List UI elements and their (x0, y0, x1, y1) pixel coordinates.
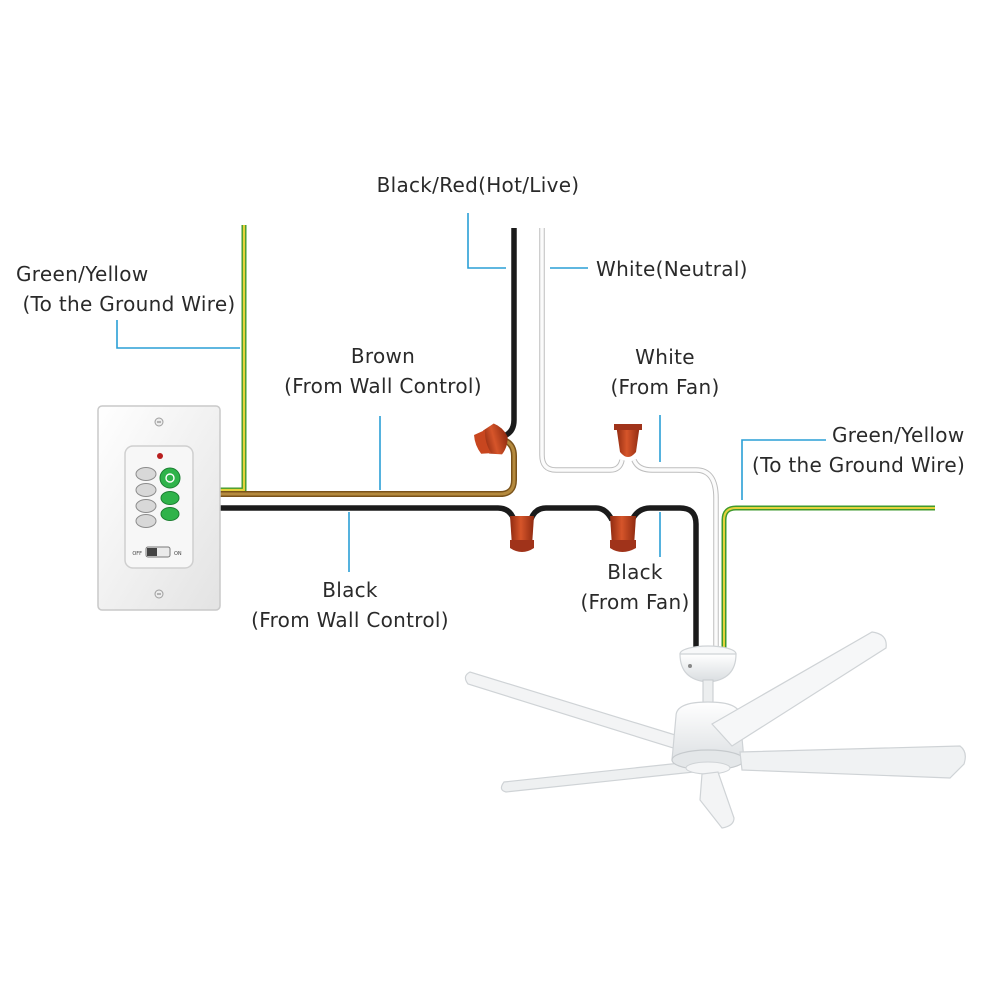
label-ground-left: Green/Yellow (To the Ground Wire) (4, 259, 254, 319)
wire-nut-neutral (614, 424, 642, 457)
black-wire-wall-control (210, 505, 517, 521)
black-wire-between-splices (527, 505, 615, 523)
leader-hot-live (467, 213, 506, 269)
label-black-fan-line1: Black (607, 560, 663, 584)
label-ground-left-line1: Green/Yellow (16, 262, 149, 286)
remote-buttons-green (159, 467, 181, 521)
fan-blade (699, 771, 735, 829)
label-black-wall-line1: Black (322, 578, 378, 602)
label-ground-right: Green/Yellow (To the Ground Wire) (752, 420, 992, 480)
wire-nut-hot-brown (474, 423, 508, 455)
ground-wire-right (721, 505, 935, 652)
label-brown-line2: (From Wall Control) (284, 374, 482, 398)
hot-live-wire (502, 228, 517, 439)
label-black-wall: Black (From Wall Control) (222, 575, 478, 635)
black-fan-wire (629, 505, 699, 650)
ceiling-fan (464, 631, 966, 829)
label-ground-left-line2: (To the Ground Wire) (22, 292, 236, 316)
fan-blade (711, 631, 887, 747)
label-ground-right-line1: Green/Yellow (832, 423, 965, 447)
wire-nut-black-fan (610, 516, 636, 552)
indicator-led (157, 453, 163, 459)
switch-on-label: ON (174, 551, 182, 557)
label-black-fan: Black (From Fan) (560, 557, 710, 617)
switch-off-label: OFF (132, 551, 142, 557)
label-neutral: White(Neutral) (596, 254, 748, 284)
label-ground-right-line2: (To the Ground Wire) (752, 453, 966, 477)
label-white-fan-line1: White (635, 345, 695, 369)
fan-blade (739, 745, 966, 779)
power-slide-switch: OFF ON (132, 546, 182, 558)
label-black-wall-line2: (From Wall Control) (251, 608, 449, 632)
label-brown-line1: Brown (350, 344, 416, 368)
label-brown: Brown (From Wall Control) (255, 341, 511, 401)
wire-nut-black-wall (510, 516, 534, 552)
label-hot-live-text: Black/Red(Hot/Live) (376, 173, 580, 197)
wall-control: OFF ON (97, 405, 221, 611)
fan-blade (464, 671, 700, 753)
leader-lines (116, 213, 826, 572)
label-hot-live: Black/Red(Hot/Live) (346, 170, 610, 200)
remote-buttons-gray (135, 467, 157, 528)
leader-ground-right (741, 439, 826, 500)
label-black-fan-line2: (From Fan) (580, 590, 690, 614)
brown-wire (210, 437, 517, 497)
fan-blade (500, 761, 695, 793)
white-fan-wire (631, 458, 719, 650)
label-neutral-text: White(Neutral) (596, 257, 748, 281)
label-white-fan: White (From Fan) (588, 342, 742, 402)
neutral-wire (539, 228, 625, 473)
label-white-fan-line2: (From Fan) (610, 375, 720, 399)
leader-ground-left (116, 320, 240, 349)
